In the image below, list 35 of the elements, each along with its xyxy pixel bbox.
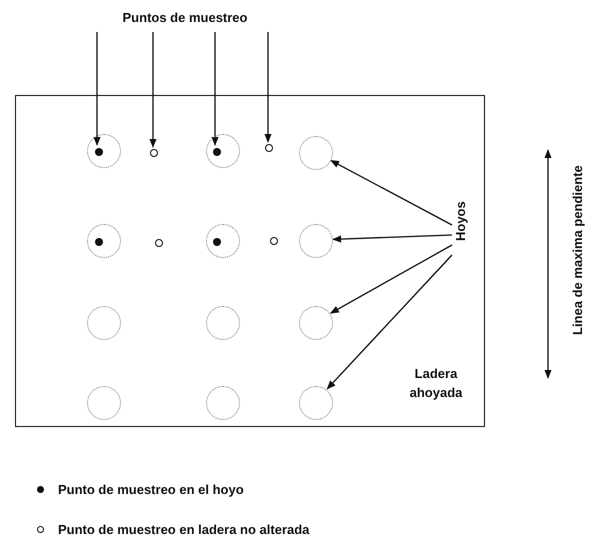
- slope-plot-frame: [15, 95, 485, 427]
- arrow: [330, 244, 452, 314]
- arrow: [332, 234, 452, 243]
- arrow: [330, 160, 452, 226]
- arrow: [211, 32, 219, 146]
- hole-circle: [206, 134, 240, 168]
- hole-circle: [299, 224, 333, 258]
- hole-circle: [206, 386, 240, 420]
- legend-text: Punto de muestreo en ladera no alterada: [58, 522, 310, 537]
- hole-circle: [87, 134, 121, 168]
- hole-circle: [87, 386, 121, 420]
- arrow: [264, 32, 272, 143]
- heading-text: Puntos de muestreo: [85, 10, 285, 32]
- arrow: [149, 32, 157, 148]
- hole-circle: [87, 224, 121, 258]
- callout-text: Hoyos: [453, 181, 475, 261]
- axis-label: Linea de maxima pendiente: [570, 164, 586, 337]
- hole-circle: [299, 136, 333, 170]
- sample-point-ring: [265, 144, 273, 152]
- arrow: [326, 254, 452, 390]
- sample-point-ring: [270, 237, 278, 245]
- sample-point-dot: [213, 238, 221, 246]
- arrow: [93, 32, 101, 146]
- hole-circle: [299, 386, 333, 420]
- hole-circle: [206, 224, 240, 258]
- sample-point-ring: [150, 149, 158, 157]
- area-label: Ladera ahoyada: [408, 365, 464, 402]
- hole-circle: [206, 306, 240, 340]
- legend-text: Punto de muestreo en el hoyo: [58, 482, 244, 497]
- hole-circle: [87, 306, 121, 340]
- hole-circle: [299, 306, 333, 340]
- sample-point-dot: [95, 238, 103, 246]
- sample-point-dot: [213, 148, 221, 156]
- sample-point-ring: [155, 239, 163, 247]
- sample-point-dot: [95, 148, 103, 156]
